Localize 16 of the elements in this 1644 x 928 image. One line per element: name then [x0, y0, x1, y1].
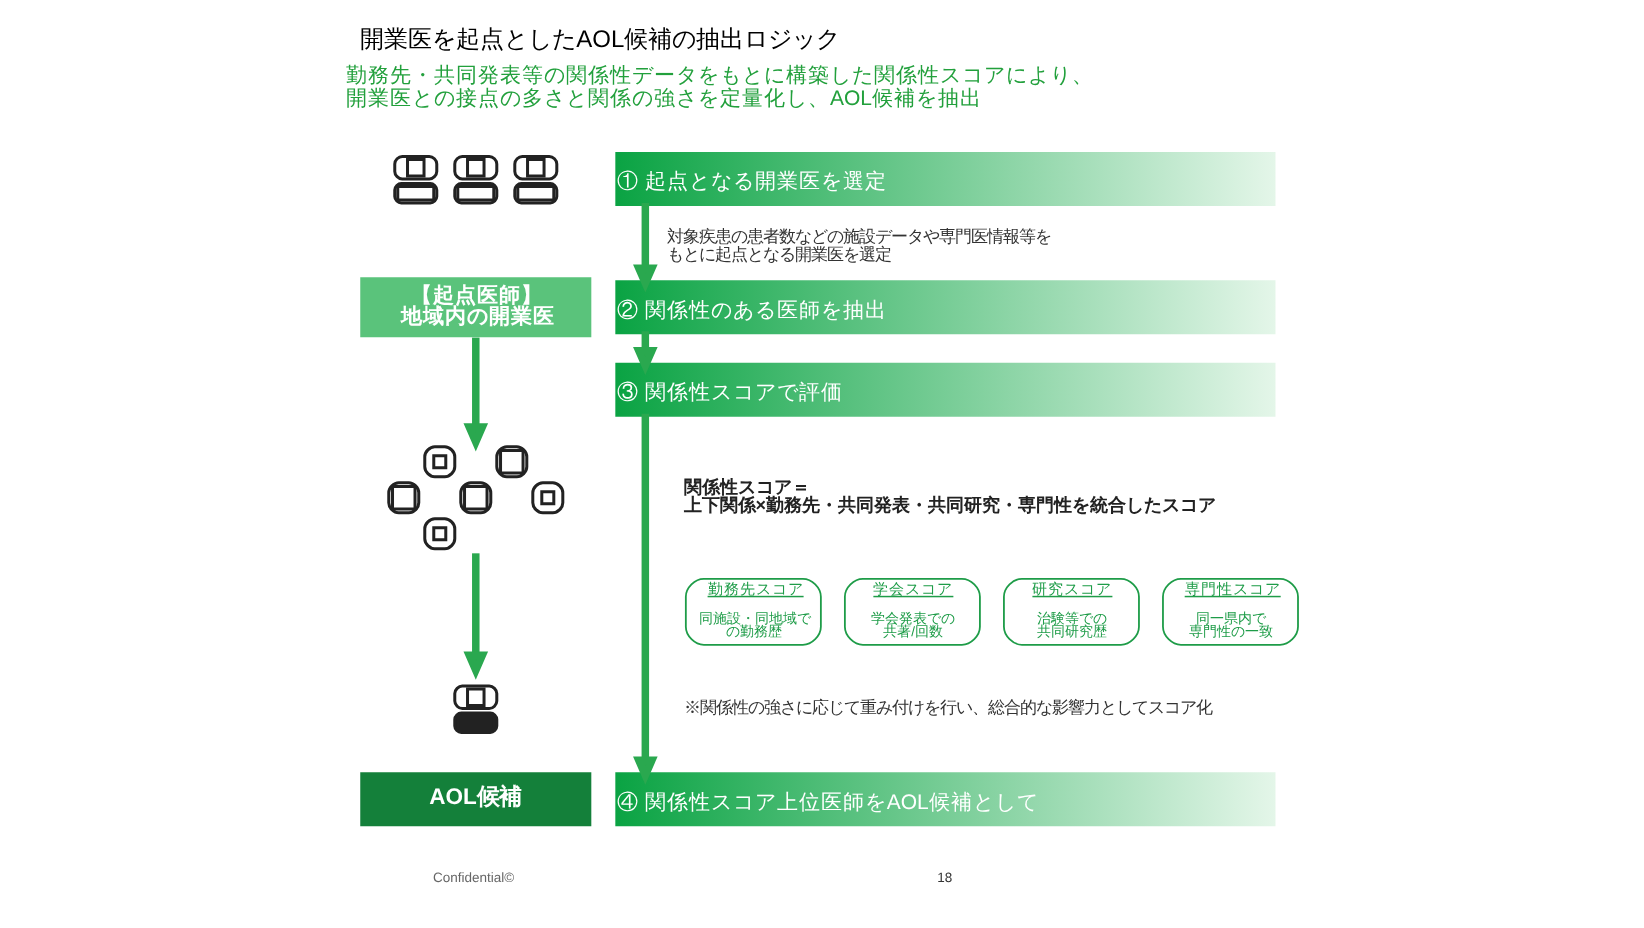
arrow: [463, 337, 489, 452]
label: ※関係性の強さに応じて重み付けを行い、総合的な影響力としてスコア化: [683, 698, 1212, 717]
node-box: ① 起点となる開業医を選定: [615, 151, 1276, 206]
diagram-title: 開業医を起点としたAOL候補の抽出ロジック: [360, 25, 841, 54]
edge-label: 対象疾患の患者数などの施設データや専門医情報等をもとに起点となる開業医を選定: [667, 228, 1052, 265]
node-label: 関係性スコア＝上下関係×勤務先・共同発表・共同研究・専門性を統合したスコア: [683, 476, 1217, 515]
node-box: 【起点医師】地域内の開業医: [360, 277, 592, 338]
node-box: ② 関係性のある医師を抽出: [615, 280, 1276, 335]
node-box: ④ 関係性スコア上位医師をAOL候補として: [615, 772, 1276, 827]
node-box: AOL候補: [360, 772, 592, 827]
arrow: [633, 331, 658, 376]
node-box: ③ 関係性スコアで評価: [615, 362, 1276, 417]
arrow: [633, 202, 658, 293]
arrow: [633, 413, 658, 785]
arrow: [463, 553, 489, 680]
label: 勤務先・共同発表等の関係性データをもとに構築した関係性スコアにより、開業医との接点の多さと関係の強さを定量化し、AOL候補を抽出: [346, 64, 1094, 111]
